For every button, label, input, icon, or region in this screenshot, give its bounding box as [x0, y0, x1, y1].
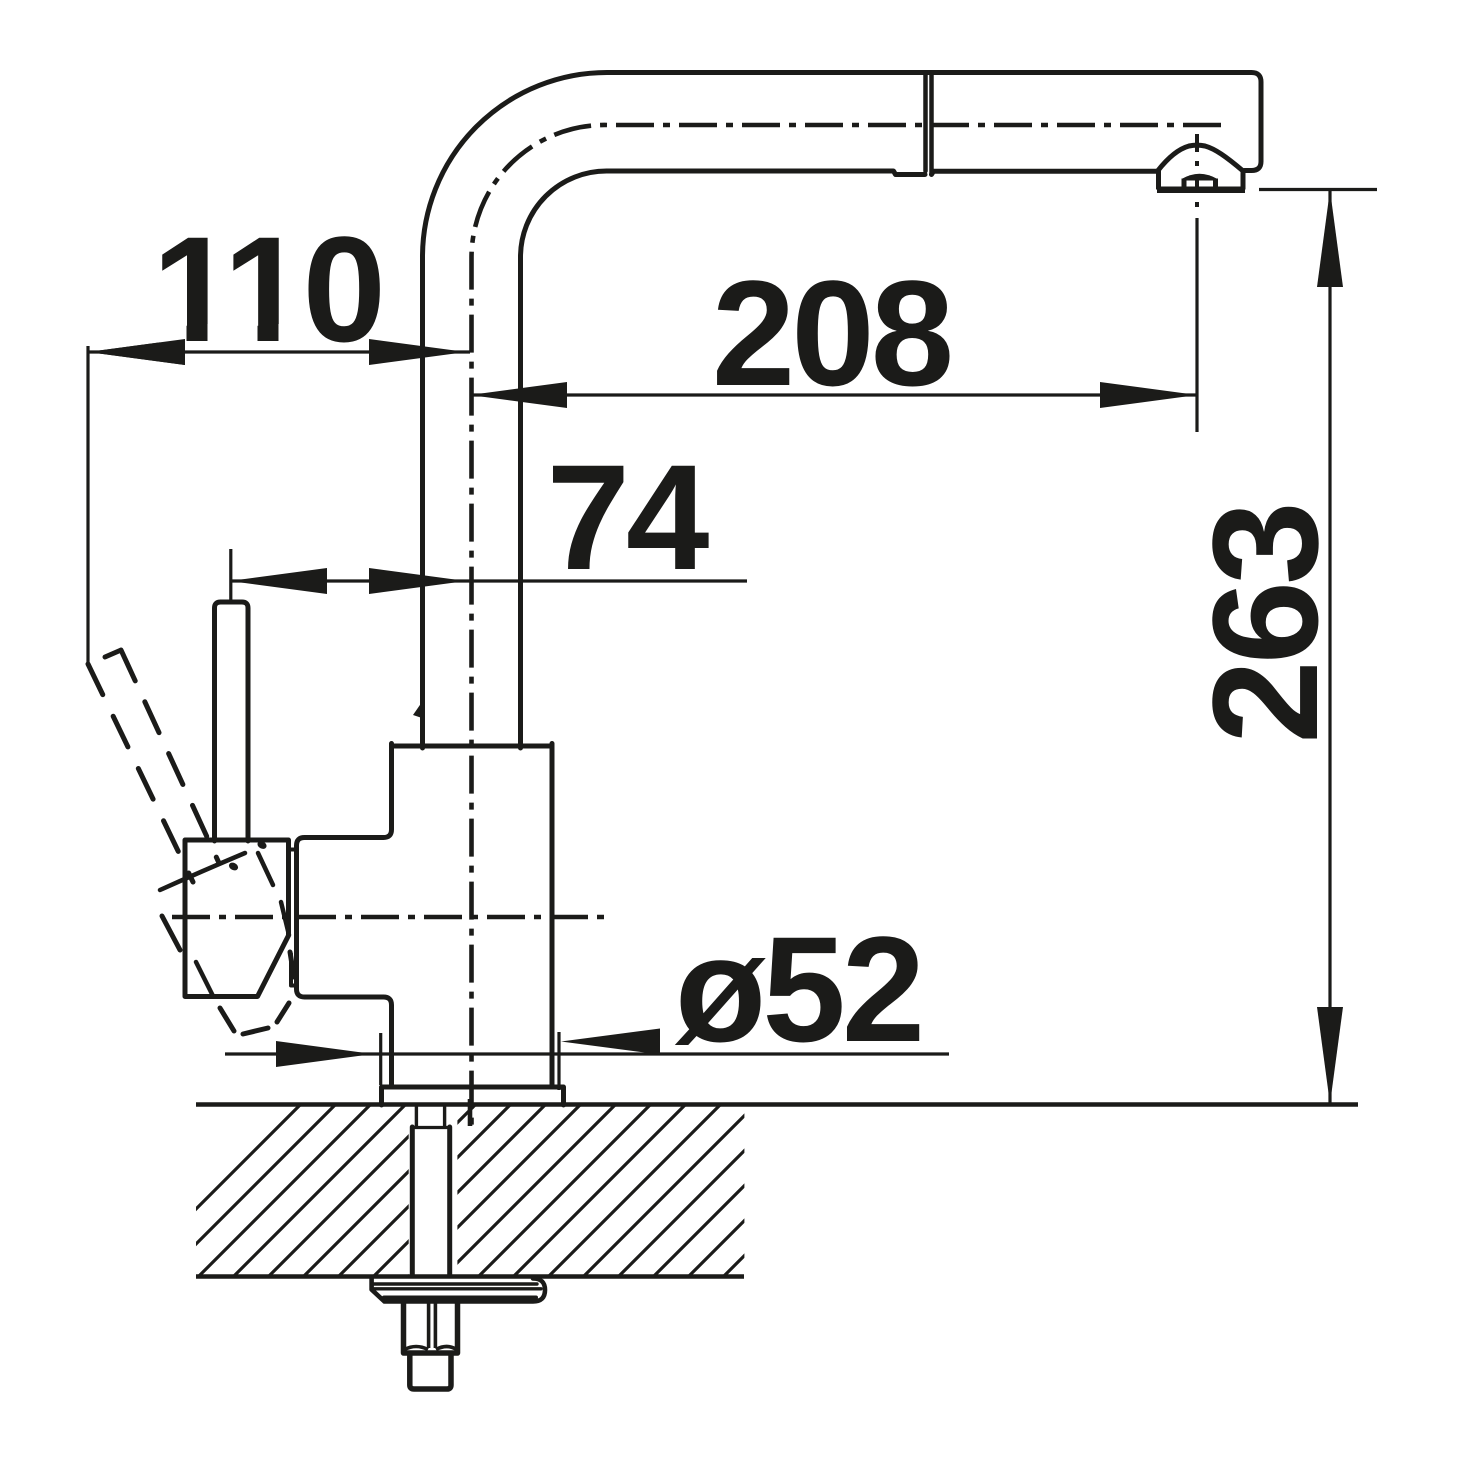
svg-text:208: 208: [712, 249, 950, 417]
svg-text:ø52: ø52: [675, 905, 921, 1073]
svg-text:110: 110: [152, 205, 382, 373]
svg-text:74: 74: [547, 433, 709, 601]
svg-text:263: 263: [1181, 505, 1349, 743]
